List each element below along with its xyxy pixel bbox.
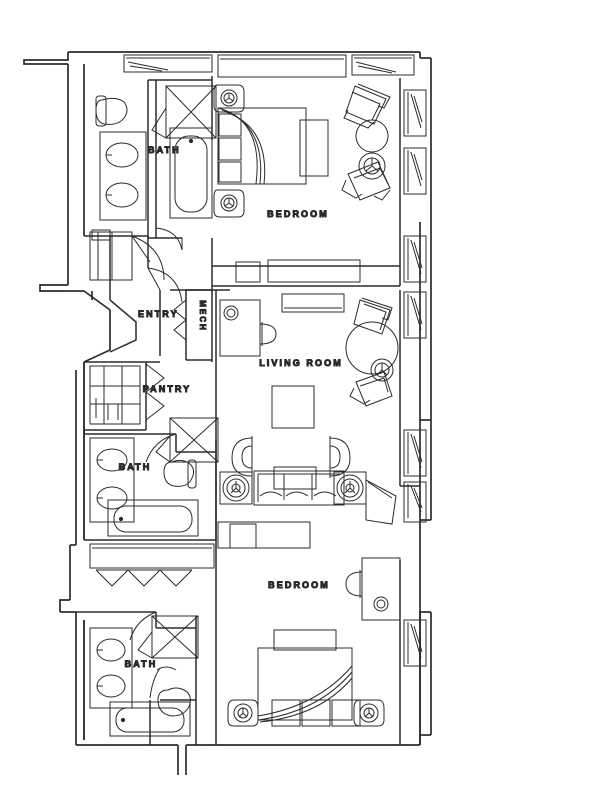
shower-stall-bath-bottom xyxy=(137,615,199,659)
living-room-walls xyxy=(215,290,420,540)
double-vanity-bath-top xyxy=(99,131,147,221)
nightstand-lamp-top-1 xyxy=(213,84,245,113)
nightstand-lamp-top-2 xyxy=(213,189,245,218)
closet-below-bath-middle xyxy=(89,543,215,587)
room-label-bath-top: BATH xyxy=(148,145,181,155)
bath-top-walls xyxy=(84,79,212,239)
room-label-bath-middle: BATH xyxy=(119,462,152,472)
corner-chair-lr xyxy=(365,479,397,525)
bed-bench-bottom xyxy=(271,699,361,727)
bench-top-bedroom xyxy=(235,259,361,283)
armchair-top-2 xyxy=(341,161,391,201)
window-right-group xyxy=(403,89,427,667)
bath-top-door xyxy=(155,227,183,251)
bed-top xyxy=(217,107,329,185)
room-label-pantry: PANTRY xyxy=(143,384,192,394)
ottoman-lr xyxy=(273,466,317,490)
side-table-lamp-lr-left xyxy=(219,471,253,505)
room-label-living-room: LIVING ROOM xyxy=(259,358,343,368)
club-chair-lr-left xyxy=(231,436,253,478)
room-label-bedroom-top: BEDROOM xyxy=(267,209,329,219)
bath-bottom-door xyxy=(129,611,161,699)
double-vanity-bath-bottom xyxy=(89,627,133,709)
console-bedroom-bottom xyxy=(217,521,311,549)
pantry-shelving xyxy=(89,365,141,425)
mech-closet xyxy=(185,286,213,362)
bathtub-bath-bottom xyxy=(109,701,191,737)
desk-bedroom-bottom xyxy=(345,557,401,621)
toilet-bath-top xyxy=(95,95,128,127)
nightstand-lamp-bottom-1 xyxy=(227,699,259,727)
nightstand-lamp-bottom-2 xyxy=(353,699,385,727)
desk-living-room xyxy=(219,299,277,357)
entry-walls xyxy=(84,236,230,363)
lounge-chair-lr-1 xyxy=(353,297,393,335)
shower-stall-bath-middle xyxy=(155,417,219,463)
mech-louver-door xyxy=(173,299,187,341)
bedroom-top-walls xyxy=(211,76,401,287)
round-table-top xyxy=(355,119,389,153)
window-top-3 xyxy=(351,54,415,76)
toilet-bath-bottom xyxy=(156,666,191,717)
entry-door-swing xyxy=(147,267,183,303)
toilet-bath-middle xyxy=(163,459,197,489)
bath-middle-door xyxy=(145,433,177,463)
pantry-walls xyxy=(83,362,147,431)
room-labels: BATH BEDROOM ENTRY MECH PANTRY LIVING RO… xyxy=(118,145,343,670)
window-top-1 xyxy=(123,54,213,73)
bath-bottom-walls xyxy=(76,611,197,745)
armchair-top-1 xyxy=(343,83,391,129)
lounge-chair-lr-2 xyxy=(349,371,393,407)
coffee-table-lr xyxy=(271,385,315,429)
double-vanity-bath-middle xyxy=(89,437,135,523)
bathtub-bath-middle xyxy=(107,499,199,537)
sofa-lr xyxy=(253,470,345,506)
window-top-2 xyxy=(217,54,347,78)
entry-closet xyxy=(89,229,165,281)
bathtub-bath-top xyxy=(169,127,213,219)
pantry-bifold-door xyxy=(145,363,165,421)
shower-stall-bath-top xyxy=(151,85,217,139)
room-label-entry: ENTRY xyxy=(138,309,179,319)
entry-angled-wall xyxy=(109,299,137,353)
side-table-lamp-lr-right xyxy=(333,471,367,505)
room-label-bedroom-bottom: BEDROOM xyxy=(268,580,330,590)
dining-side-lamp-lr xyxy=(370,358,394,382)
room-label-mech: MECH xyxy=(198,300,207,332)
room-label-bath-bottom: BATH xyxy=(125,659,158,669)
console-table-living-room xyxy=(281,293,345,313)
